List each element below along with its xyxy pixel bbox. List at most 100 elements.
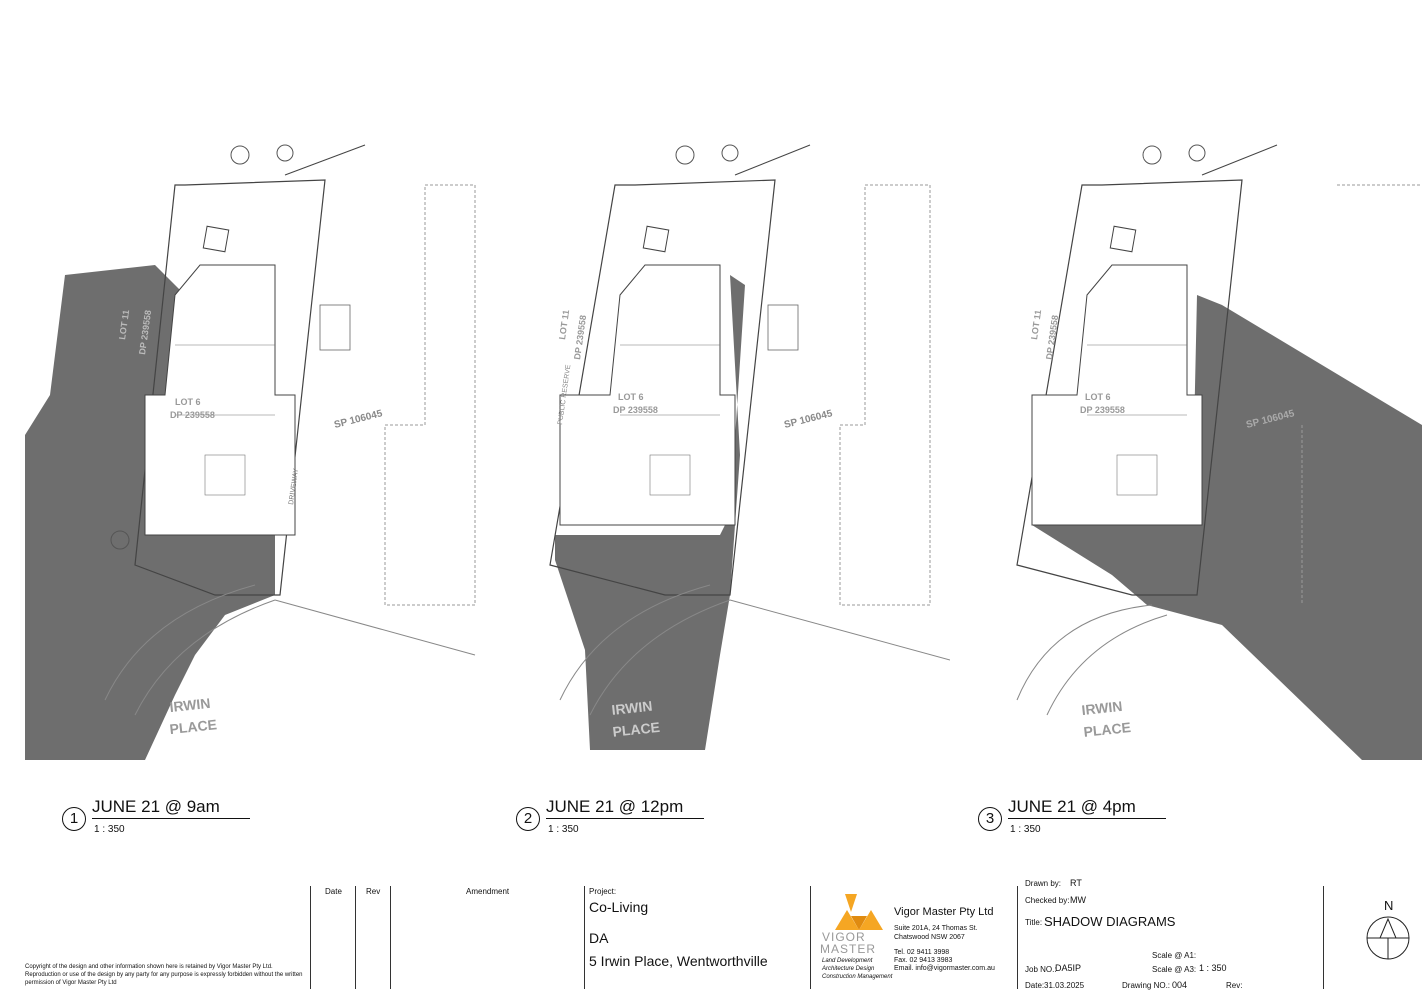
company-name: Vigor Master Pty Ltd — [894, 906, 994, 918]
site-plan-drawing: IRWIN PLACE LOT 11 DP 239558 LOT 6 DP 23… — [25, 144, 476, 760]
building-outline — [1031, 264, 1203, 526]
drawing-caption-3: 3 JUNE 21 @ 4pm 1 : 350 — [978, 795, 1218, 845]
copyright-notice: Copyright of the design and other inform… — [25, 964, 303, 986]
project-type: DA — [589, 930, 609, 946]
column-rev: Rev — [366, 887, 381, 896]
shadow-area — [1032, 295, 1422, 760]
job-label: Job NO.: — [1025, 965, 1057, 974]
logo-tagline-1: Land Development — [822, 958, 873, 964]
scale-a3-label: Scale @ A3: — [1152, 965, 1197, 974]
site-boundary — [1016, 179, 1243, 596]
site-boundary — [134, 179, 326, 596]
tree-symbol — [1188, 144, 1206, 162]
tree-symbol — [675, 145, 695, 165]
svg-text:LOT 11: LOT 11 — [1029, 309, 1043, 340]
drawing-title: JUNE 21 @ 9am — [92, 797, 220, 816]
project-label: Project: — [589, 887, 617, 896]
drawing-no-value: 004 — [1172, 980, 1188, 990]
drawing-caption-1: 1 JUNE 21 @ 9am 1 : 350 — [62, 795, 302, 845]
north-arrow-icon — [1366, 916, 1410, 960]
divider — [1323, 886, 1324, 989]
scale-a3-value: 1 : 350 — [1199, 963, 1227, 973]
divider — [584, 886, 585, 989]
drawn-by-value: RT — [1070, 878, 1082, 888]
north-label: N — [1384, 898, 1394, 913]
logo-text-master: MASTER — [820, 942, 877, 956]
svg-text:SP 106045: SP 106045 — [783, 408, 834, 431]
svg-text:LOT 6: LOT 6 — [1085, 392, 1111, 402]
company-tel: Tel. 02 9411 3998 — [894, 949, 950, 956]
svg-text:DP 239558: DP 239558 — [613, 405, 658, 415]
neighbour-building — [384, 184, 476, 606]
logo-tagline-2: Architecture Design — [822, 966, 875, 972]
street-label: IRWIN — [611, 698, 653, 718]
divider — [310, 886, 311, 989]
logo-text-vigor: VIGOR — [822, 930, 866, 944]
drawing-number: 2 — [516, 807, 540, 831]
caption-rule — [546, 818, 704, 819]
cul-de-sac — [104, 584, 256, 701]
project-address: 5 Irwin Place, Wentworthville — [589, 953, 768, 969]
date-label: Date: — [1025, 981, 1045, 990]
scale-a1-label: Scale @ A1: — [1152, 951, 1197, 960]
site-boundary — [549, 179, 776, 596]
svg-text:SP 106045: SP 106045 — [333, 408, 384, 431]
rev-label: Rev: — [1226, 981, 1243, 990]
checked-by-value: MW — [1070, 895, 1086, 905]
drawn-by-label: Drawn by: — [1025, 879, 1062, 888]
cul-de-sac — [1016, 604, 1153, 701]
svg-text:DP 239558: DP 239558 — [1044, 314, 1060, 360]
cul-de-sac — [559, 584, 711, 701]
svg-text:LOT 11: LOT 11 — [557, 309, 571, 340]
divider — [390, 886, 391, 989]
svg-text:DP 239558: DP 239558 — [170, 410, 215, 420]
caption-rule — [1008, 818, 1166, 819]
company-address-2: Chatswood NSW 2067 — [894, 934, 965, 941]
shadow-area — [555, 275, 745, 750]
drawing-caption-2: 2 JUNE 21 @ 12pm 1 : 350 — [516, 795, 756, 845]
column-amendment: Amendment — [466, 887, 510, 896]
building-outline — [144, 264, 296, 536]
svg-text:LOT 6: LOT 6 — [618, 392, 644, 402]
shadow-plan-4pm: IRWIN PLACE LOT 11 DP 239558 LOT 6 DP 23… — [952, 95, 1422, 760]
tree-symbol — [110, 530, 130, 550]
neighbour-building — [1301, 184, 1422, 605]
building-outline — [559, 264, 736, 526]
drawing-number: 1 — [62, 807, 86, 831]
divider — [355, 886, 356, 989]
site-plan-drawing: IRWIN PLACE LOT 11 DP 239558 LOT 6 DP 23… — [1016, 144, 1422, 760]
drawing-scale: 1 : 350 — [94, 824, 125, 835]
street-label: PLACE — [169, 716, 218, 737]
tree-symbol — [1142, 145, 1162, 165]
tree-symbol — [276, 144, 294, 162]
logo-tagline-3: Construction Management — [822, 974, 893, 980]
title-label: Title: — [1025, 918, 1043, 927]
drawing-no-label: Drawing NO.: — [1122, 981, 1171, 990]
drawing-scale: 1 : 350 — [1010, 824, 1041, 835]
drawing-set-title: SHADOW DIAGRAMS — [1044, 914, 1176, 929]
shadow-plan-9am: IRWIN PLACE LOT 11 DP 239558 LOT 6 DP 23… — [25, 95, 495, 760]
shadow-plan-12pm: IRWIN PLACE LOT 11 DP 239558 PUBLIC RESE… — [480, 95, 950, 760]
drawing-title: JUNE 21 @ 12pm — [546, 797, 684, 816]
svg-text:LOT 11: LOT 11 — [117, 309, 131, 340]
street-label: PLACE — [1083, 719, 1132, 740]
svg-text:DP 239558: DP 239558 — [1080, 405, 1125, 415]
svg-text:LOT 6: LOT 6 — [175, 397, 201, 407]
company-fax: Fax. 02 9413 3983 — [894, 957, 953, 964]
divider — [810, 886, 811, 989]
street-label: IRWIN — [169, 695, 211, 715]
job-number: DA5IP — [1055, 963, 1082, 973]
drawing-title: JUNE 21 @ 4pm — [1008, 797, 1136, 816]
drawing-scale: 1 : 350 — [548, 824, 579, 835]
tree-symbol — [721, 144, 739, 162]
date-value: 31.03.2025 — [1044, 981, 1085, 990]
street-label: IRWIN — [1081, 698, 1123, 718]
site-plan-drawing: IRWIN PLACE LOT 11 DP 239558 PUBLIC RESE… — [549, 144, 950, 750]
checked-by-label: Checked by: — [1025, 896, 1070, 905]
divider — [1017, 886, 1018, 989]
tree-symbol — [230, 145, 250, 165]
drawing-number: 3 — [978, 807, 1002, 831]
column-date: Date — [325, 887, 342, 896]
company-email: Email. info@vigormaster.com.au — [894, 965, 995, 972]
project-name: Co-Living — [589, 899, 649, 915]
